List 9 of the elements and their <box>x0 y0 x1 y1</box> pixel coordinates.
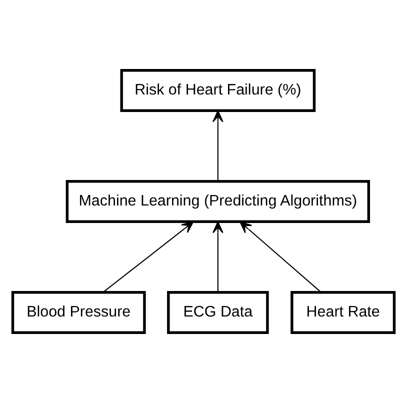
node-box: Risk of Heart Failure (%) <box>120 69 316 112</box>
node-box: ECG Data <box>167 291 269 334</box>
arrow <box>212 110 224 181</box>
arrow <box>240 221 322 293</box>
node-box: Machine Learning (Predicting Algorithms) <box>66 180 370 223</box>
node-box: Heart Rate <box>290 291 396 334</box>
arrow <box>102 221 194 293</box>
node-box: Blood Pressure <box>11 291 146 334</box>
arrow <box>212 221 224 292</box>
